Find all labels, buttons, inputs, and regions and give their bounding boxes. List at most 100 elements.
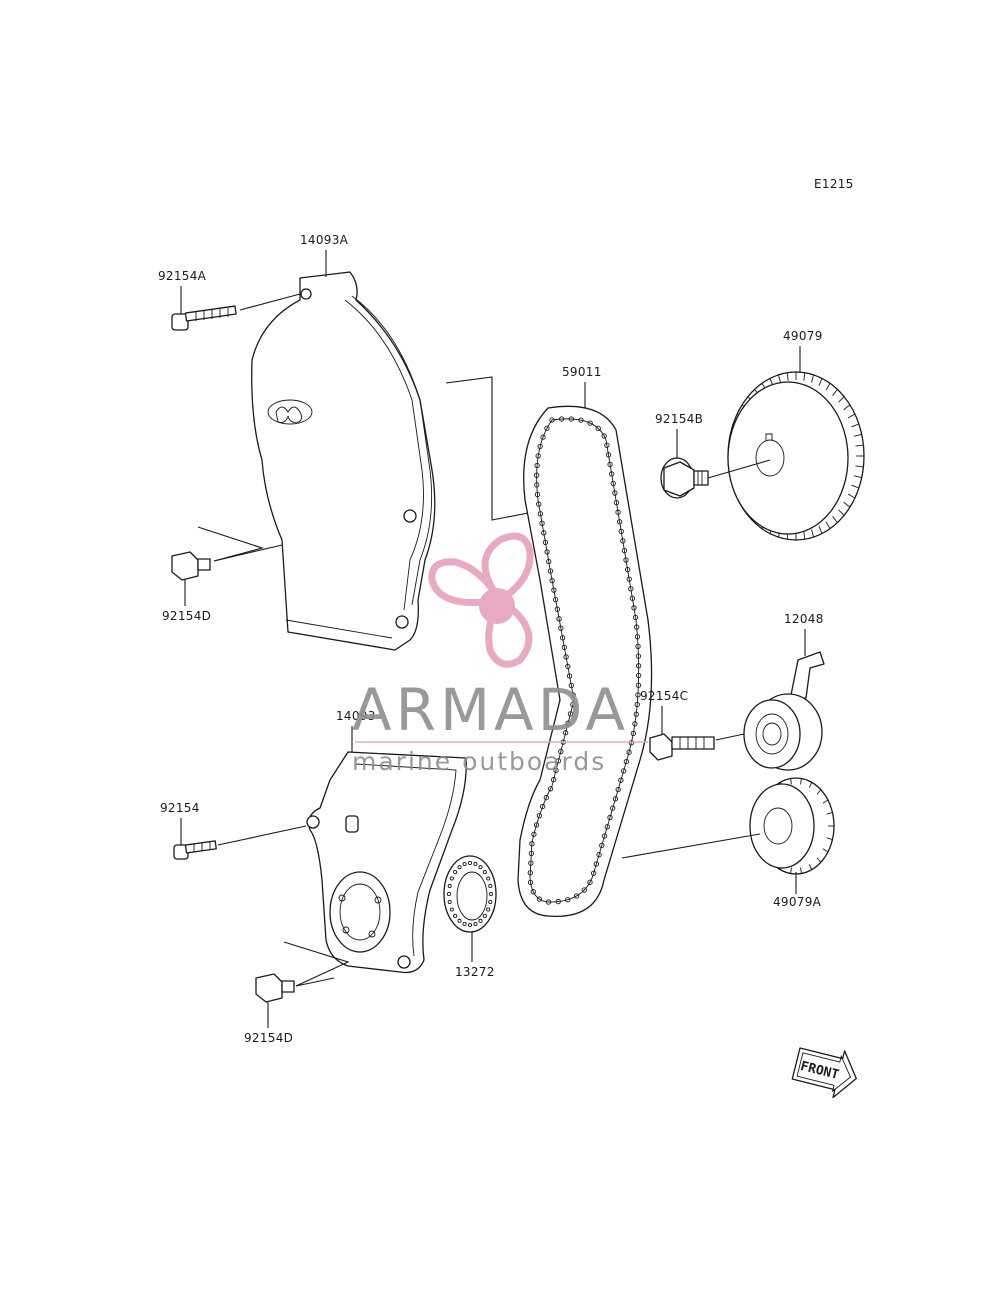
sprocket-tooth — [800, 867, 802, 874]
belt-tooth — [599, 842, 605, 849]
belt-tooth — [621, 547, 628, 554]
belt-tooth — [555, 898, 561, 905]
bolt-92154D-lower[interactable] — [255, 973, 295, 1003]
belt-tooth — [570, 701, 576, 708]
belt-tooth — [559, 635, 566, 641]
belt-tooth — [623, 557, 629, 563]
timing-belt[interactable] — [517, 405, 653, 918]
logo-icon — [275, 406, 303, 423]
belt-tooth — [635, 692, 641, 698]
belt-tooth — [610, 480, 616, 487]
tensioner-bracket[interactable] — [743, 651, 825, 771]
belt-tooth — [623, 758, 630, 765]
belt-tooth — [628, 586, 634, 592]
label-13272: 13272 — [455, 965, 495, 979]
belt-tooth — [533, 472, 540, 478]
label-92154A: 92154A — [158, 269, 207, 283]
belt-tooth — [595, 425, 601, 432]
bolt-92154A[interactable] — [171, 305, 237, 331]
cam-sprocket[interactable] — [727, 371, 865, 541]
belt-tooth — [547, 786, 554, 792]
propeller-logo-icon — [428, 532, 534, 668]
washer-hole — [453, 913, 458, 918]
bolt-92154C[interactable] — [649, 733, 715, 761]
bolt-92154[interactable] — [173, 840, 217, 860]
belt-tooth — [529, 841, 535, 847]
upper-timing-cover[interactable] — [251, 271, 436, 651]
belt-tooth — [544, 549, 550, 555]
belt-tooth — [615, 786, 621, 793]
label-12048: 12048 — [784, 612, 824, 626]
belt-tooth — [635, 643, 641, 650]
belt-tooth — [531, 831, 537, 837]
sprocket-tooth — [803, 531, 806, 540]
belt-tooth — [635, 663, 642, 669]
label-92154B: 92154B — [655, 412, 703, 426]
label-49079A: 49079A — [773, 895, 822, 909]
washer-hole — [482, 870, 487, 875]
bolt-92154D-upper[interactable] — [171, 551, 211, 581]
belt-tooth — [612, 796, 619, 802]
belt-tooth — [536, 501, 542, 507]
belt-tooth — [545, 899, 552, 905]
belt-tooth — [634, 634, 641, 640]
sprocket-tooth — [832, 389, 838, 396]
belt-tooth — [535, 453, 541, 459]
washer-hole — [478, 918, 483, 923]
sprocket-tooth — [843, 501, 851, 508]
belt-tooth — [536, 813, 543, 819]
belt-tooth — [527, 879, 534, 886]
sprocket-tooth — [855, 465, 864, 468]
washer-hole — [486, 907, 491, 912]
belt-tooth — [539, 520, 545, 526]
belt-tooth — [633, 711, 639, 717]
belt-tooth — [620, 768, 627, 774]
belt-tooth — [562, 730, 569, 736]
sprocket-tooth — [847, 413, 856, 419]
belt-tooth — [630, 730, 636, 737]
belt-tooth — [549, 577, 555, 584]
belt-tooth — [530, 889, 536, 895]
belt-tooth — [629, 595, 636, 601]
belt-tooth — [618, 777, 624, 783]
belt-tooth — [552, 597, 559, 603]
label-59011: 59011 — [562, 365, 602, 379]
washer-hole — [446, 891, 452, 897]
washer-hole — [449, 907, 454, 912]
washer-hole — [457, 918, 462, 923]
washer-hole — [462, 921, 467, 926]
belt-tooth — [555, 758, 562, 764]
belt-tooth — [528, 860, 534, 866]
sprocket-tooth — [777, 374, 781, 383]
label-92154C: 92154C — [640, 689, 688, 703]
belt-tooth — [610, 805, 616, 811]
belt-tooth — [543, 794, 549, 801]
washer-hole — [449, 876, 454, 881]
sprocket-tooth — [825, 521, 831, 529]
belt-tooth — [570, 692, 576, 698]
belt-tooth — [601, 433, 607, 439]
washer-hole — [467, 860, 473, 866]
lower-timing-cover[interactable] — [306, 751, 467, 974]
cover-bolt-hole — [300, 288, 312, 300]
sensor-plate-13272[interactable] — [443, 855, 497, 933]
sprocket-tooth — [851, 484, 859, 489]
belt-tooth — [612, 490, 618, 496]
belt-tooth — [581, 887, 587, 893]
belt-tooth — [593, 861, 600, 867]
belt-tooth — [554, 606, 561, 612]
belt-tooth — [596, 852, 602, 858]
belt-tooth — [628, 740, 634, 746]
sprocket-tooth — [790, 867, 792, 874]
sprocket-tooth — [808, 782, 813, 788]
sprocket-tooth — [790, 778, 792, 785]
sprocket-tooth — [847, 493, 856, 499]
belt-tooth — [558, 416, 565, 422]
crank-sprocket[interactable] — [749, 777, 835, 875]
sprocket-tooth — [838, 509, 845, 516]
washer-hole — [478, 865, 483, 870]
sprocket-tooth — [818, 526, 823, 534]
bolt-92154B[interactable] — [660, 457, 709, 499]
sprocket-tooth — [816, 789, 822, 795]
belt-tooth — [534, 491, 541, 498]
